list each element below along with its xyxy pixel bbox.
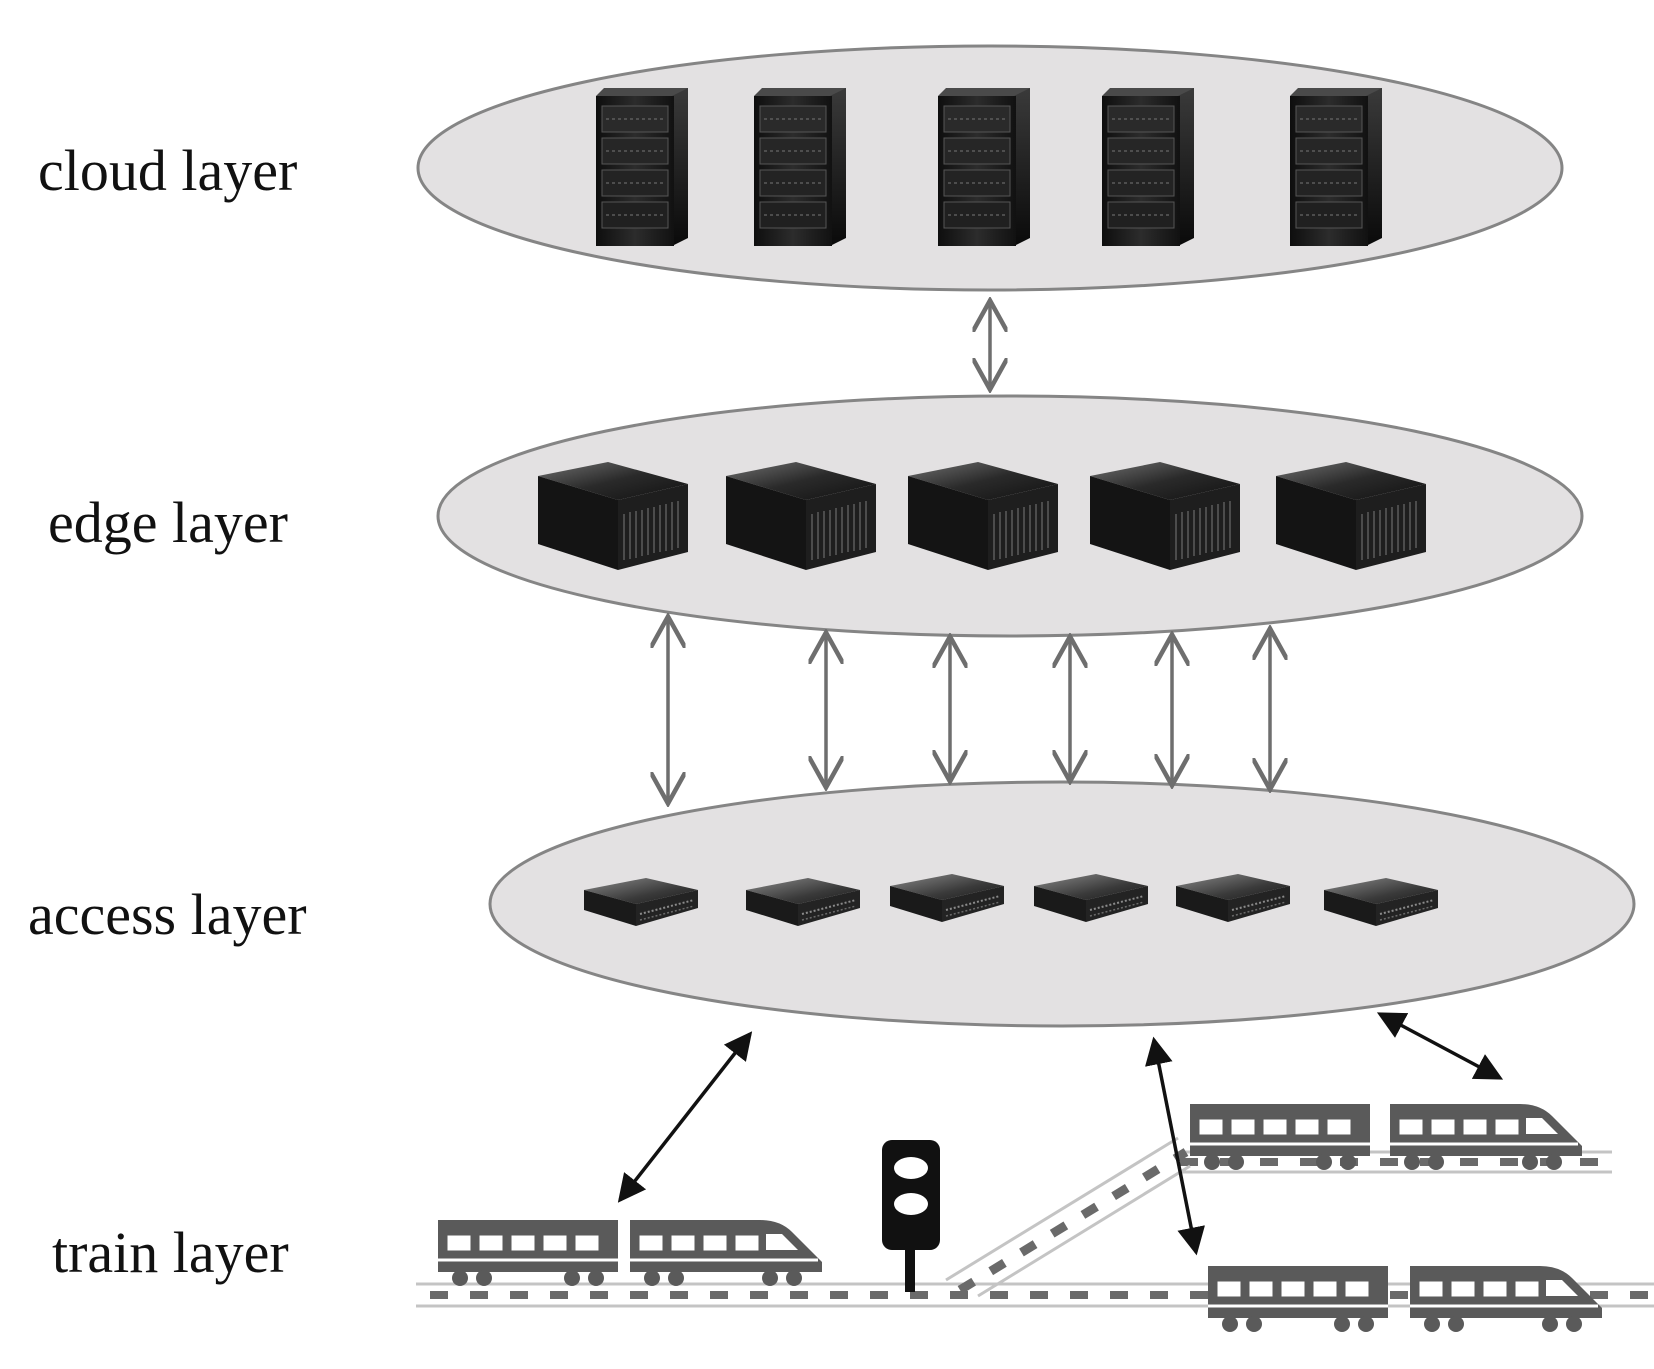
rack-server-icon xyxy=(1101,87,1195,247)
rack-server-icon xyxy=(753,87,847,247)
track-icon xyxy=(416,1136,1654,1308)
train-layer-label: train layer xyxy=(52,1220,289,1285)
access-layer-label: access layer xyxy=(28,882,307,947)
rack-server-icon xyxy=(937,87,1031,247)
cloud-layer-label: cloud layer xyxy=(38,138,298,203)
signal-icon xyxy=(882,1140,940,1292)
edge-layer-label: edge layer xyxy=(48,490,288,555)
access-train-link xyxy=(1145,1036,1205,1256)
access-train-link xyxy=(1376,1012,1504,1080)
train-icon xyxy=(436,1218,824,1288)
rack-server-icon xyxy=(595,87,689,247)
rack-server-icon xyxy=(1289,87,1383,247)
access-train-link xyxy=(617,1031,753,1203)
